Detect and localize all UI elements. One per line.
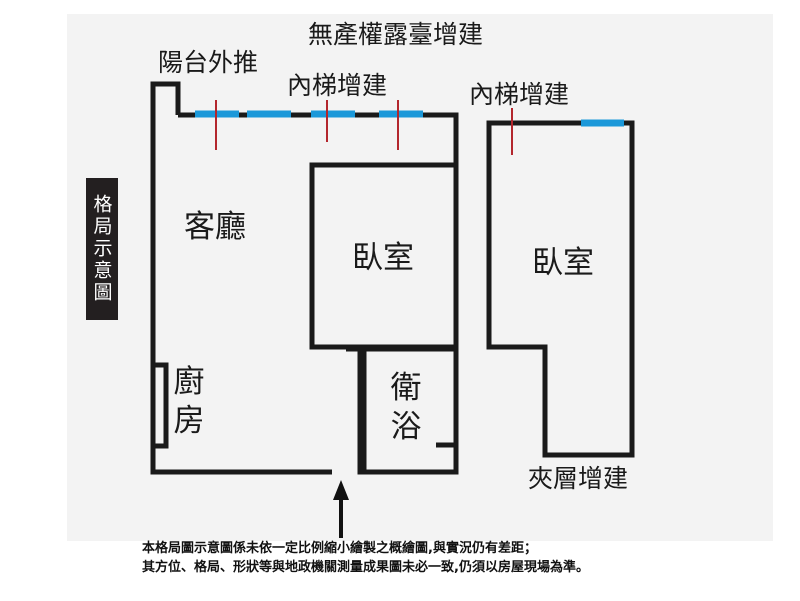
floorplan-side-tag: 格局示意圖: [86, 178, 118, 320]
label-stair-right: 內梯增建: [469, 80, 570, 109]
label-stair-left: 內梯增建: [287, 71, 388, 100]
disclaimer: 本格局圖示意圖係未依一定比例縮小繪製之概繪圖,與實況仍有差距； 其方位、格局、形…: [142, 539, 782, 577]
bath-walls: [346, 346, 456, 472]
room-bedroom-main: 臥室: [352, 240, 414, 276]
leader-markers: [215, 100, 513, 155]
floorplan-background: [67, 14, 773, 541]
disclaimer-line-1: 本格局圖示意圖係未依一定比例縮小繪製之概繪圖,與實況仍有差距；: [142, 541, 537, 556]
room-bath-char-1: 衛: [390, 370, 422, 406]
disclaimer-line-2: 其方位、格局、形狀等與地政機關測量成果圖未必一致,仍須以房屋現場為準。: [142, 560, 589, 575]
window-segments: [195, 110, 624, 127]
label-rooftop-addition: 無產權露臺增建: [308, 20, 484, 49]
kitchen-wall: [153, 362, 169, 449]
room-kitchen-char-1: 廚: [173, 364, 205, 400]
label-balcony-extension: 陽台外推: [158, 48, 259, 77]
right-unit-outline: [486, 120, 635, 458]
label-mezzanine: 夾層增建: [528, 464, 629, 493]
room-bath-char-2: 浴: [390, 409, 422, 445]
room-bedroom-right: 臥室: [532, 245, 594, 281]
entrance-arrow: [333, 480, 349, 538]
room-living: 客廳: [184, 209, 246, 245]
room-kitchen-char-2: 房: [173, 403, 205, 439]
